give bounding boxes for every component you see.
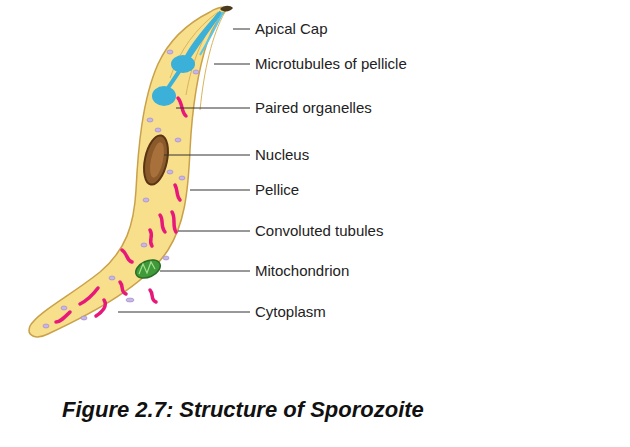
part-label: Nucleus <box>255 146 309 164</box>
part-label: Mitochondrion <box>255 262 349 280</box>
part-label: Apical Cap <box>255 20 328 38</box>
mitochondrion <box>133 256 163 281</box>
part-label: Pellice <box>255 181 299 199</box>
apical-cap <box>220 6 233 12</box>
part-label: Convoluted tubules <box>255 222 383 240</box>
part-label: Cytoplasm <box>255 303 326 321</box>
cytoplasm-granules <box>43 50 199 328</box>
mitochondrion <box>139 262 155 274</box>
paired-organelle <box>200 12 223 55</box>
paired-organelle <box>152 86 176 106</box>
nucleus <box>147 141 166 179</box>
figure-caption: Figure 2.7: Structure of Sporozoite <box>62 397 424 423</box>
paired-organelle <box>168 14 219 88</box>
cell-body <box>29 7 228 337</box>
part-label: Microtubules of pellicle <box>255 55 407 73</box>
leader-lines <box>118 29 250 312</box>
microtubule <box>200 12 225 110</box>
part-label: Paired organelles <box>255 99 372 117</box>
nucleus <box>140 133 172 186</box>
convoluted-tubules <box>56 98 186 322</box>
